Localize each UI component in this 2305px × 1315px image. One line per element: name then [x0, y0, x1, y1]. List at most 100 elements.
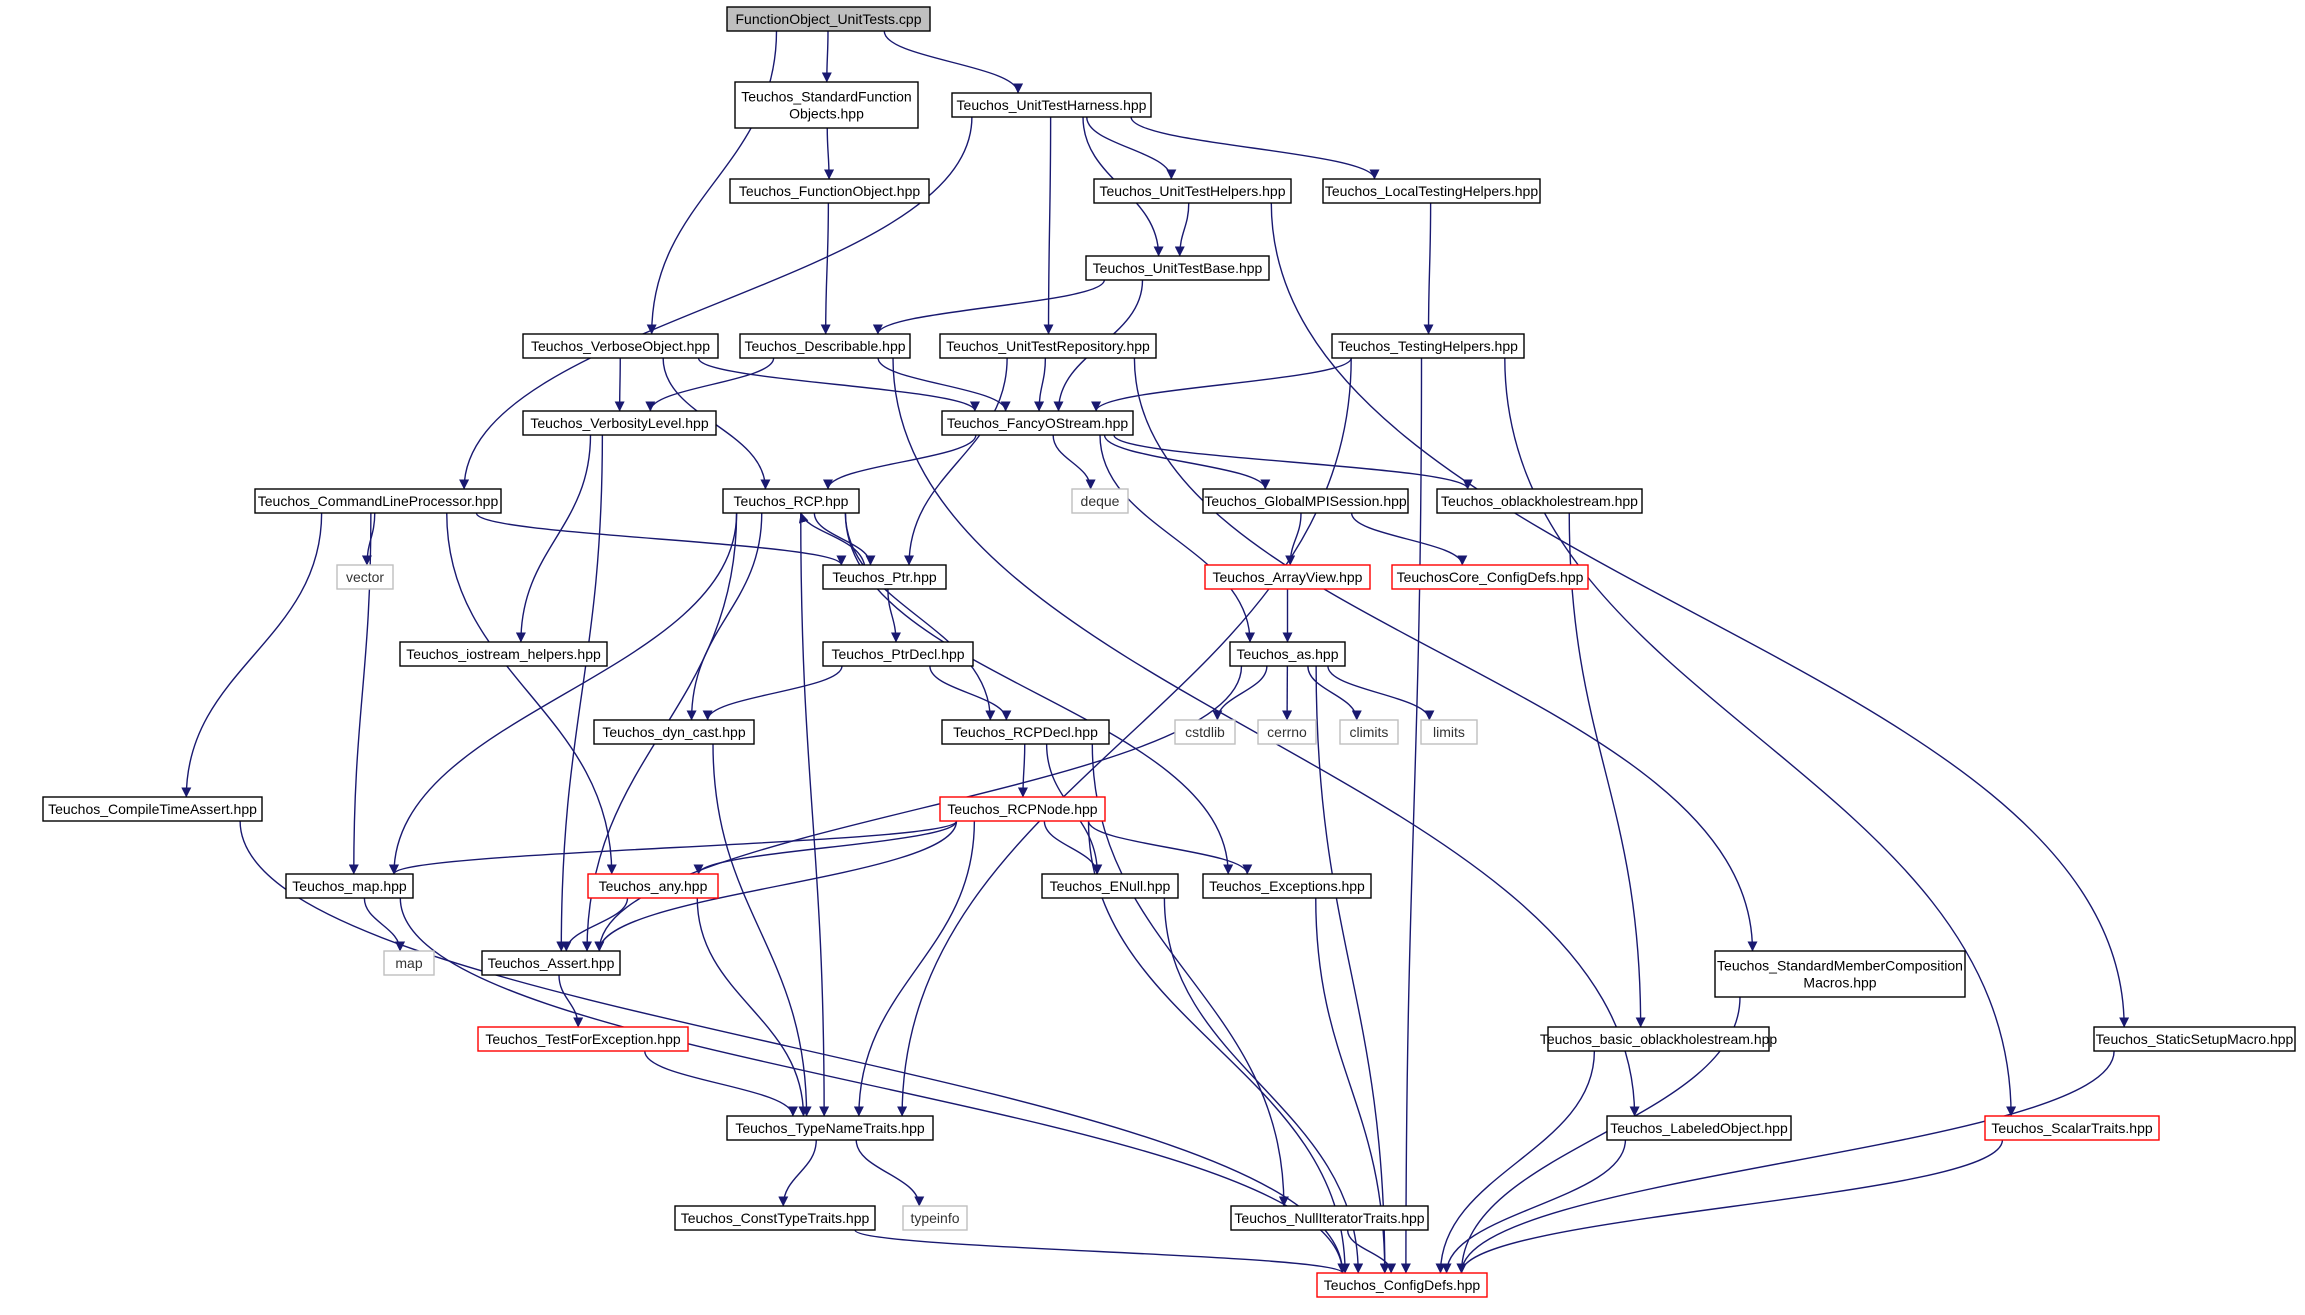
edge-verboseobj-to-verbositylevel	[614, 357, 625, 412]
node-box-rcp	[722, 488, 860, 514]
node-arrayview[interactable]: Teuchos_ArrayView.hpp	[1204, 564, 1371, 590]
node-labeledobject[interactable]: Teuchos_LabeledObject.hpp	[1606, 1115, 1792, 1141]
node-describable[interactable]: Teuchos_Describable.hpp	[739, 333, 911, 359]
edge-as-to-configdefs	[1315, 665, 1390, 1274]
node-label-any: Teuchos_any.hpp	[599, 878, 708, 894]
edge-testforexc-to-typenametraits	[644, 1050, 798, 1117]
node-cstdlib: cstdlib	[1174, 719, 1236, 745]
node-iostreamhelpers[interactable]: Teuchos_iostream_helpers.hpp	[399, 641, 608, 667]
node-box-ptr	[822, 564, 947, 590]
node-testforexc[interactable]: Teuchos_TestForException.hpp	[477, 1026, 689, 1052]
node-label-oblackhole: Teuchos_oblackholestream.hpp	[1441, 493, 1638, 509]
node-rcp[interactable]: Teuchos_RCP.hpp	[722, 488, 860, 514]
node-nulliter[interactable]: Teuchos_NullIteratorTraits.hpp	[1230, 1205, 1429, 1231]
node-as[interactable]: Teuchos_as.hpp	[1229, 641, 1346, 667]
node-assert[interactable]: Teuchos_Assert.hpp	[481, 950, 621, 976]
node-label-funcobj: Teuchos_FunctionObject.hpp	[739, 183, 921, 199]
node-globalmpi[interactable]: Teuchos_GlobalMPISession.hpp	[1202, 488, 1409, 514]
edge-scalartraits-to-configdefs	[1456, 1139, 2004, 1274]
node-box-cmdline	[254, 488, 502, 514]
node-basicoblack[interactable]: Teuchos_basic_oblackholestream.hpp	[1540, 1026, 1778, 1052]
node-label-compiletime: Teuchos_CompileTimeAssert.hpp	[48, 801, 257, 817]
node-label-utrepo: Teuchos_UnitTestRepository.hpp	[946, 338, 1150, 354]
node-box-vector	[336, 564, 394, 590]
node-typenametraits[interactable]: Teuchos_TypeNameTraits.hpp	[726, 1115, 934, 1141]
node-harness[interactable]: Teuchos_UnitTestHarness.hpp	[951, 92, 1152, 118]
edge-as-to-climits	[1307, 665, 1362, 721]
node-rcpdecl[interactable]: Teuchos_RCPDecl.hpp	[941, 719, 1110, 745]
edge-globalmpi-to-coreconfig	[1350, 512, 1468, 566]
node-cmdline[interactable]: Teuchos_CommandLineProcessor.hpp	[254, 488, 502, 514]
node-root[interactable]: FunctionObject_UnitTests.cpp	[726, 6, 931, 32]
node-staticsetup[interactable]: Teuchos_StaticSetupMacro.hpp	[2093, 1026, 2296, 1052]
node-label-scalartraits: Teuchos_ScalarTraits.hpp	[1991, 1120, 2153, 1136]
edge-utrepo-to-fancyostream	[1034, 357, 1047, 412]
node-any[interactable]: Teuchos_any.hpp	[587, 873, 719, 899]
node-configdefs[interactable]: Teuchos_ConfigDefs.hpp	[1316, 1272, 1488, 1298]
node-testinghelpers[interactable]: Teuchos_TestingHelpers.hpp	[1331, 333, 1525, 359]
edge-harness-to-uthelpers	[1086, 116, 1177, 180]
node-label-fancyostream: Teuchos_FancyOStream.hpp	[947, 415, 1129, 431]
node-box-nulliter	[1230, 1205, 1429, 1231]
node-box-funcobj	[729, 178, 930, 204]
edge-utrepo-to-stdmembercomp	[1133, 357, 1758, 952]
node-verboseobj[interactable]: Teuchos_VerboseObject.hpp	[522, 333, 719, 359]
node-box-oblackhole	[1436, 488, 1643, 514]
node-label-ptrdecl: Teuchos_PtrDecl.hpp	[831, 646, 964, 662]
node-enull[interactable]: Teuchos_ENull.hpp	[1041, 873, 1179, 899]
edge-ptrdecl-to-dyncast	[702, 665, 843, 721]
node-limits: limits	[1420, 719, 1478, 745]
edge-ptr-to-rcp	[798, 512, 866, 566]
node-rcpnode[interactable]: Teuchos_RCPNode.hpp	[939, 796, 1106, 822]
node-localtesting[interactable]: Teuchos_LocalTestingHelpers.hpp	[1322, 178, 1541, 204]
node-utrepo[interactable]: Teuchos_UnitTestRepository.hpp	[939, 333, 1157, 359]
node-label-testforexc: Teuchos_TestForException.hpp	[485, 1031, 681, 1047]
node-box-consttypetraits	[674, 1205, 876, 1231]
node-label-deque: deque	[1081, 493, 1120, 509]
edge-harness-to-utrepo	[1043, 116, 1054, 335]
node-compiletime[interactable]: Teuchos_CompileTimeAssert.hpp	[42, 796, 263, 822]
node-funcobj[interactable]: Teuchos_FunctionObject.hpp	[729, 178, 930, 204]
edge-oblackhole-to-basicoblack	[1568, 512, 1646, 1028]
node-label-verboseobj: Teuchos_VerboseObject.hpp	[531, 338, 710, 354]
node-coreconfig[interactable]: TeuchosCore_ConfigDefs.hpp	[1391, 564, 1589, 590]
edge-fancyostream-to-globalmpi	[1103, 434, 1271, 490]
edges-layer	[181, 30, 2130, 1274]
node-label-uthelpers: Teuchos_UnitTestHelpers.hpp	[1100, 183, 1286, 199]
node-map[interactable]: Teuchos_map.hpp	[285, 873, 414, 899]
node-box-labeledobject	[1606, 1115, 1792, 1141]
node-ptrdecl[interactable]: Teuchos_PtrDecl.hpp	[822, 641, 974, 667]
node-label-rcpnode: Teuchos_RCPNode.hpp	[947, 801, 1097, 817]
edge-rcp-to-typenametraits	[800, 512, 830, 1117]
node-uthelpers[interactable]: Teuchos_UnitTestHelpers.hpp	[1093, 178, 1292, 204]
edge-as-to-cstdlib	[1212, 665, 1268, 721]
edge-testinghelpers-to-scalartraits	[1504, 357, 2017, 1117]
node-stdmembercomp[interactable]: Teuchos_StandardMemberCompositionMacros.…	[1714, 950, 1966, 998]
node-utbase[interactable]: Teuchos_UnitTestBase.hpp	[1085, 255, 1270, 281]
node-label-globalmpi: Teuchos_GlobalMPISession.hpp	[1204, 493, 1407, 509]
edge-rcp-to-dyncast	[686, 512, 763, 721]
edge-testinghelpers-to-fancyostream	[1091, 357, 1352, 412]
node-consttypetraits[interactable]: Teuchos_ConstTypeTraits.hpp	[674, 1205, 876, 1231]
node-ptr[interactable]: Teuchos_Ptr.hpp	[822, 564, 947, 590]
node-label-localtesting: Teuchos_LocalTestingHelpers.hpp	[1325, 183, 1538, 199]
edge-any-to-typenametraits	[696, 897, 809, 1117]
node-box-fancyostream	[941, 410, 1134, 436]
node-dyncast[interactable]: Teuchos_dyn_cast.hpp	[593, 719, 755, 745]
node-box-cerrno	[1257, 719, 1317, 745]
node-label-exceptions: Teuchos_Exceptions.hpp	[1209, 878, 1365, 894]
node-label-arrayview: Teuchos_ArrayView.hpp	[1213, 569, 1363, 585]
node-box-stdmap	[383, 950, 435, 976]
node-scalartraits[interactable]: Teuchos_ScalarTraits.hpp	[1984, 1115, 2160, 1141]
edge-verbositylevel-to-assert	[556, 434, 604, 952]
node-exceptions[interactable]: Teuchos_Exceptions.hpp	[1202, 873, 1372, 899]
node-oblackhole[interactable]: Teuchos_oblackholestream.hpp	[1436, 488, 1643, 514]
node-verbositylevel[interactable]: Teuchos_VerbosityLevel.hpp	[522, 410, 717, 436]
node-fancyostream[interactable]: Teuchos_FancyOStream.hpp	[941, 410, 1134, 436]
node-box-testinghelpers	[1331, 333, 1525, 359]
edge-verbositylevel-to-iostreamhelpers	[515, 434, 592, 643]
node-label-harness: Teuchos_UnitTestHarness.hpp	[957, 97, 1147, 113]
edge-utrepo-to-ptr	[904, 357, 1008, 566]
node-box-uthelpers	[1093, 178, 1292, 204]
